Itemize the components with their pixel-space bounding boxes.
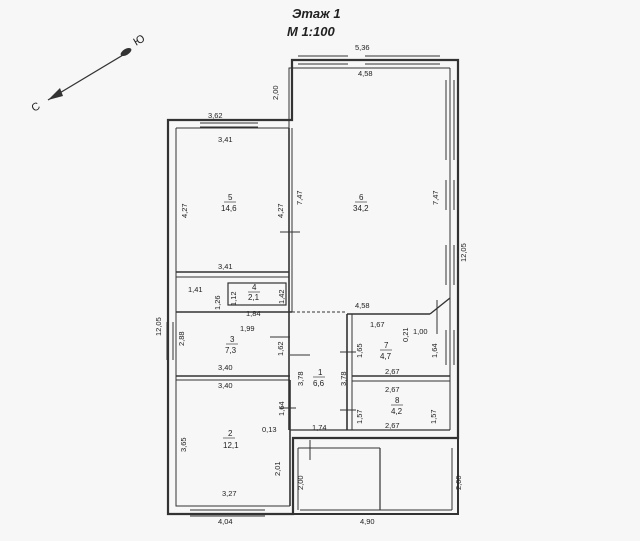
dim-r5-bottom: 3,41 xyxy=(218,262,233,271)
floor-title: Этаж 1 xyxy=(292,6,341,21)
dim-r5-left: 4,27 xyxy=(180,203,189,218)
dim-r1-378-left: 3,78 xyxy=(296,371,305,386)
room-2-label: 2 12,1 xyxy=(223,429,239,450)
dim-r6-left: 7,47 xyxy=(295,190,304,205)
dim-r8-267-bottom: 2,67 xyxy=(385,421,400,430)
svg-text:6: 6 xyxy=(359,193,364,202)
dim-r7-267: 2,67 xyxy=(385,367,400,376)
dim-r2-365: 3,65 xyxy=(179,437,188,452)
dim-r8-157-right: 1,57 xyxy=(429,409,438,424)
dim-r7-167: 1,67 xyxy=(370,320,385,329)
compass-north-label: Ю xyxy=(132,33,148,49)
compass-arrow-icon xyxy=(47,47,132,101)
dimension-labels: 5,36 4,58 2,00 3,62 3,41 4,27 4,27 3,41 … xyxy=(154,43,468,526)
dim-r5-top: 3,41 xyxy=(218,135,233,144)
svg-text:34,2: 34,2 xyxy=(353,204,369,213)
svg-text:4,7: 4,7 xyxy=(380,352,392,361)
dim-r5-right: 4,27 xyxy=(276,203,285,218)
svg-text:1: 1 xyxy=(318,368,323,377)
dim-left-1205: 12,05 xyxy=(154,317,163,336)
dim-r3-199: 1,99 xyxy=(240,324,255,333)
dim-r3-162: 1,62 xyxy=(276,341,285,356)
dim-bottom-404: 4,04 xyxy=(218,517,233,526)
room-4-label: 4 2,1 xyxy=(248,283,260,302)
room-8-label: 8 4,2 xyxy=(391,396,403,416)
dim-top-458: 4,58 xyxy=(358,69,373,78)
dim-r4-184: 1,84 xyxy=(246,309,261,318)
svg-text:2: 2 xyxy=(228,429,233,438)
scale-label: М 1:100 xyxy=(287,24,335,39)
dim-r3-288: 2,88 xyxy=(177,331,186,346)
room-labels: 5 14,6 6 34,2 4 2,1 3 7,3 1 6,6 7 4,7 xyxy=(221,193,403,450)
svg-text:12,1: 12,1 xyxy=(223,441,239,450)
room-1-label: 1 6,6 xyxy=(313,368,325,388)
svg-text:8: 8 xyxy=(395,396,400,405)
svg-text:4: 4 xyxy=(252,283,257,292)
svg-text:2,1: 2,1 xyxy=(248,293,260,302)
dim-r2-327: 3,27 xyxy=(222,489,237,498)
dim-right-1205: 12,05 xyxy=(459,243,468,262)
svg-text:3: 3 xyxy=(230,335,235,344)
dim-r2-164: 1,64 xyxy=(277,401,286,416)
svg-text:7: 7 xyxy=(384,341,389,350)
dim-r7-165: 1,65 xyxy=(355,343,364,358)
dim-r4-142: 1,42 xyxy=(277,289,286,304)
room-7-label: 7 4,7 xyxy=(380,341,392,361)
svg-text:4,2: 4,2 xyxy=(391,407,403,416)
dim-porch-200-right: 2,00 xyxy=(454,475,463,490)
dim-r4-126: 1,26 xyxy=(213,295,222,310)
dim-r6-right: 7,47 xyxy=(431,190,440,205)
dim-r4-141: 1,41 xyxy=(188,285,203,294)
dim-r1-174: 1,74 xyxy=(312,423,327,432)
svg-text:5: 5 xyxy=(228,193,233,202)
dim-r8-157-left: 1,57 xyxy=(355,409,364,424)
dim-r6-bottom: 4,58 xyxy=(355,301,370,310)
dim-r8-267-top: 2,67 xyxy=(385,385,400,394)
dim-left-200: 2,00 xyxy=(271,85,280,100)
dim-r7-100: 1,00 xyxy=(413,327,428,336)
room-6-label: 6 34,2 xyxy=(353,193,369,213)
dim-r7-021: 0,21 xyxy=(401,327,410,342)
svg-text:7,3: 7,3 xyxy=(225,346,237,355)
dim-r2-340-top: 3,40 xyxy=(218,381,233,390)
dim-r1-378-right: 3,78 xyxy=(339,371,348,386)
dim-bottom-490: 4,90 xyxy=(360,517,375,526)
windows xyxy=(166,55,455,517)
walls xyxy=(166,58,460,516)
svg-text:14,6: 14,6 xyxy=(221,204,237,213)
dim-r3-340-bottom: 3,40 xyxy=(218,363,233,372)
dim-porch-200-left: 2,00 xyxy=(296,475,305,490)
dim-r7-164: 1,64 xyxy=(430,343,439,358)
dim-r4-112: 1,12 xyxy=(229,291,238,306)
dim-r5-top-outer: 3,62 xyxy=(208,111,223,120)
room-5-label: 5 14,6 xyxy=(221,193,237,213)
dim-r2-013: 0,13 xyxy=(262,425,277,434)
dim-r2-201: 2,01 xyxy=(273,461,282,476)
svg-text:6,6: 6,6 xyxy=(313,379,325,388)
room-3-label: 3 7,3 xyxy=(225,335,238,355)
dim-top-536: 5,36 xyxy=(355,43,370,52)
